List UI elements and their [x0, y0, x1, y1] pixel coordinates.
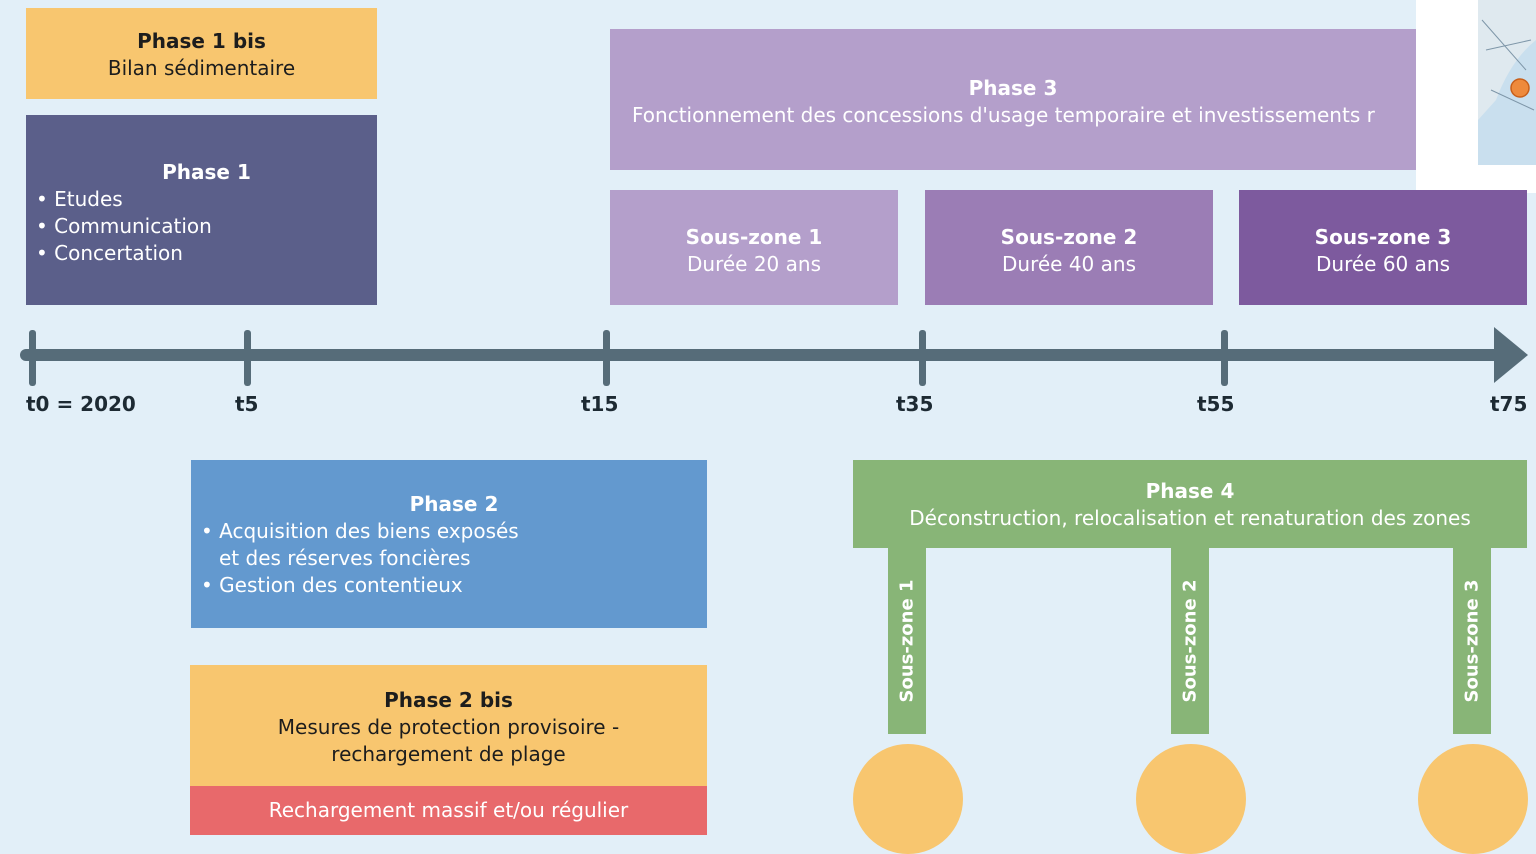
tick-t0	[29, 330, 36, 386]
sous-zone-2-duration: Durée 40 ans	[1002, 252, 1136, 276]
phase-1-bis-title: Phase 1 bis	[137, 29, 266, 53]
sous-zone-1-circle	[853, 744, 963, 854]
tick-t55	[1221, 330, 1228, 386]
tick-t15	[603, 330, 610, 386]
phase-4-bar-sous-zone-1: Sous-zone 1	[888, 548, 926, 734]
tick-t35	[919, 330, 926, 386]
map-inset	[1416, 0, 1536, 193]
sous-zone-1-duration: Durée 20 ans	[687, 252, 821, 276]
tick-t5	[244, 330, 251, 386]
phase-1-list: Etudes Communication Concertation	[36, 186, 377, 267]
tick-label-t0: t0 = 2020	[26, 392, 136, 416]
phase-4-bar-label: Sous-zone 2	[1179, 579, 1201, 703]
phase-4-bar-sous-zone-3: Sous-zone 3	[1453, 548, 1491, 734]
phase-2-item: • Gestion des contentieux	[201, 573, 463, 597]
timeline-arrow-head	[1494, 327, 1528, 383]
sous-zone-3-box: Sous-zone 3 Durée 60 ans	[1239, 190, 1527, 305]
sous-zone-1-title: Sous-zone 1	[685, 225, 823, 249]
sous-zone-3-title: Sous-zone 3	[1314, 225, 1452, 249]
sous-zone-3-duration: Durée 60 ans	[1316, 252, 1450, 276]
sous-zone-2-box: Sous-zone 2 Durée 40 ans	[925, 190, 1213, 305]
tick-label-t55: t55	[1197, 392, 1235, 416]
tick-label-t75: t75	[1490, 392, 1528, 416]
phase-1-item: Etudes	[36, 186, 377, 213]
phase-2-bis-line-2: rechargement de plage	[331, 742, 566, 766]
phase-2-bis-line-1: Mesures de protection provisoire -	[277, 715, 620, 739]
phase-3-subtitle: Fonctionnement des concessions d'usage t…	[632, 103, 1375, 127]
sous-zone-2-circle	[1136, 744, 1246, 854]
phase-2-bis-box: Phase 2 bis Mesures de protection provis…	[190, 665, 707, 786]
phase-3-box: Phase 3 Fonctionnement des concessions d…	[610, 29, 1416, 170]
phase-2-title: Phase 2	[409, 492, 499, 516]
phase-2-box: Phase 2 • Acquisition des biens exposés …	[191, 460, 707, 628]
phase-1-box: Phase 1 Etudes Communication Concertatio…	[26, 115, 377, 305]
phase-2-bis-title: Phase 2 bis	[384, 688, 513, 712]
phase-1-bis-subtitle: Bilan sédimentaire	[107, 56, 296, 80]
phase-2-bis-footer: Rechargement massif et/ou régulier	[190, 786, 707, 835]
phase-4-subtitle: Déconstruction, relocalisation et renatu…	[909, 506, 1471, 530]
phase-4-bar-sous-zone-2: Sous-zone 2	[1171, 548, 1209, 734]
phase-1-title: Phase 1	[162, 160, 251, 184]
phase-2-bis-footer-text: Rechargement massif et/ou régulier	[268, 798, 629, 822]
phase-1-item: Concertation	[36, 240, 377, 267]
phase-2-list: • Acquisition des biens exposés et des r…	[201, 518, 707, 599]
phase-4-bar-label: Sous-zone 1	[896, 579, 918, 703]
tick-label-t5: t5	[235, 392, 259, 416]
phase-4-bar-label: Sous-zone 3	[1461, 579, 1483, 703]
phase-1-bis-box: Phase 1 bis Bilan sédimentaire	[26, 8, 377, 99]
sous-zone-3-circle	[1418, 744, 1528, 854]
phase-2-item: • Acquisition des biens exposés	[201, 519, 519, 543]
phase-1-item: Communication	[36, 213, 377, 240]
sous-zone-2-title: Sous-zone 2	[1000, 225, 1138, 249]
phase-4-title: Phase 4	[1145, 479, 1235, 503]
map-image	[1478, 0, 1536, 165]
timeline-axis	[20, 349, 1502, 361]
phase-4-box: Phase 4 Déconstruction, relocalisation e…	[853, 460, 1527, 548]
phase-3-title: Phase 3	[968, 76, 1058, 100]
tick-label-t15: t15	[581, 392, 619, 416]
tick-label-t35: t35	[896, 392, 934, 416]
sous-zone-1-box: Sous-zone 1 Durée 20 ans	[610, 190, 898, 305]
phase-2-item: et des réserves foncières	[219, 546, 471, 570]
